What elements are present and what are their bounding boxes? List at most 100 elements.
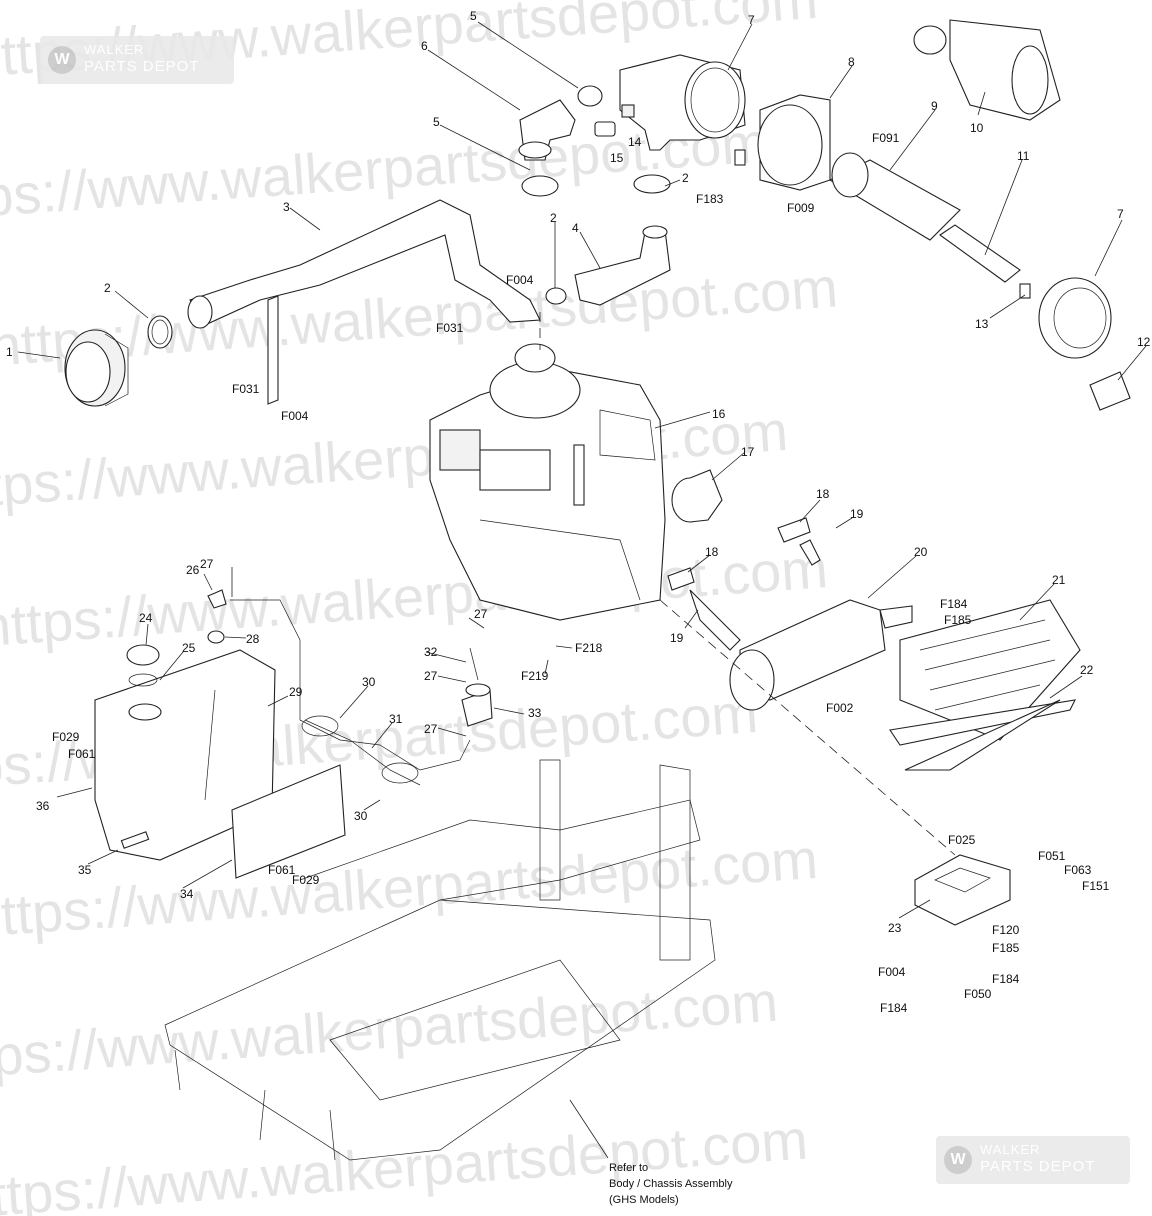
callout-f183: F183 [696,192,724,206]
callout-f004: F004 [281,409,309,423]
callout-30: 30 [362,675,376,689]
callout-31: 31 [389,712,403,726]
callout-f031: F031 [232,382,260,396]
callout-27: 27 [424,722,438,736]
callout-f184: F184 [880,1001,908,1015]
logo-line1: WALKER [980,1142,1041,1157]
clamps-5 [521,85,603,197]
walker-logo-icon: W [48,46,76,74]
callouts: 1 2 3 2 4 5 5 6 2 7 8 9 10 11 7 12 13 14… [6,9,1151,1015]
callout-11: 11 [1017,149,1030,163]
callout-13: 13 [975,317,989,331]
callout-f184: F184 [992,972,1020,986]
callout-14: 14 [628,135,642,149]
callout-36: 36 [36,799,50,813]
callout-f185: F185 [992,941,1020,955]
callout-10: 10 [970,121,984,135]
note-line2: Body / Chassis Assembly [609,1178,733,1190]
callout-f091: F091 [872,131,900,145]
filter-9 [828,152,961,241]
callout-23: 23 [888,921,902,935]
bracket-8 [734,94,831,191]
watermark-logo-bottom: W WALKER PARTS DEPOT [936,1136,1130,1184]
callout-32: 32 [424,645,438,659]
callout-f185: F185 [944,613,972,627]
valve-12 [1089,371,1131,411]
callout-2: 2 [104,281,111,295]
logo-line1: WALKER [84,42,145,57]
callout-29: 29 [289,685,303,699]
callout-22: 22 [1080,663,1094,677]
fuel-cap-24 [126,644,160,687]
callout-17: 17 [741,445,755,459]
callout-16: 16 [712,407,726,421]
callout-f051: F051 [1038,849,1066,863]
hose-4 [545,225,671,306]
callout-21: 21 [1052,573,1066,587]
watermark-rows: https://www.walkerpartsdepot.com https:/… [0,0,840,1216]
callout-5: 5 [433,115,440,129]
callout-f009: F009 [787,201,815,215]
logo-line2: PARTS DEPOT [84,58,200,75]
callout-f031: F031 [436,321,464,335]
callout-f025: F025 [948,833,976,847]
callout-33: 33 [528,706,542,720]
walker-logo-icon: W [944,1146,972,1174]
callout-3: 3 [283,200,290,214]
callout-f002: F002 [826,701,854,715]
chassis-frame [164,759,716,1161]
callout-27: 27 [474,607,488,621]
callout-6: 6 [421,39,428,53]
callout-30: 30 [354,809,368,823]
callout-19: 19 [670,631,684,645]
note-line3: (GHS Models) [609,1194,679,1206]
watermark-row: https://www.walkerpartsdepot.com [0,970,780,1092]
callout-7: 7 [748,13,755,27]
fuel-tank-36 [94,649,276,861]
watermark-row: https://www.walkerpartsdepot.com [0,255,840,377]
adapter-7-top [619,54,746,151]
callout-2: 2 [550,211,557,225]
callout-f004: F004 [506,273,534,287]
callout-18: 18 [705,545,719,559]
note-line1: Refer to [609,1162,649,1174]
callout-f184: F184 [940,597,968,611]
callout-7: 7 [1117,207,1124,221]
callout-f120: F120 [992,923,1020,937]
callout-f050: F050 [964,987,992,1001]
callout-27: 27 [200,557,214,571]
heat-shield-21 [899,599,1081,741]
logo-line2: PARTS DEPOT [980,1158,1096,1175]
filter-11 [939,224,1021,283]
reference-note: Refer to Body / Chassis Assembly (GHS Mo… [609,1160,733,1208]
callout-2: 2 [682,171,689,185]
clamp-2-left [147,315,173,349]
callout-35: 35 [78,863,92,877]
callout-f061: F061 [268,863,296,877]
callout-18: 18 [816,487,830,501]
callout-26: 26 [186,563,200,577]
callout-8: 8 [848,55,855,69]
callout-25: 25 [182,641,196,655]
callout-28: 28 [246,632,260,646]
callout-34: 34 [180,887,194,901]
fuel-filter-33 [461,647,493,727]
shield-22 [889,699,1076,771]
callout-4: 4 [572,221,579,235]
callout-20: 20 [914,545,928,559]
watermark-row: https://www.walkerpartsdepot.com [0,399,790,521]
callout-24: 24 [139,611,153,625]
callout-f029: F029 [52,730,80,744]
sensor-14-15 [594,104,635,137]
centerlines [539,312,956,856]
callout-5: 5 [470,9,477,23]
gaskets-18 [667,517,811,591]
callout-f061: F061 [68,747,96,761]
watermark-logo-top: W WALKER PARTS DEPOT [40,36,234,84]
callout-15: 15 [610,151,624,165]
fuel-fitting-26-28 [207,589,227,644]
callout-f029: F029 [292,873,320,887]
plate-34 [231,764,346,879]
callout-f151: F151 [1082,879,1110,893]
